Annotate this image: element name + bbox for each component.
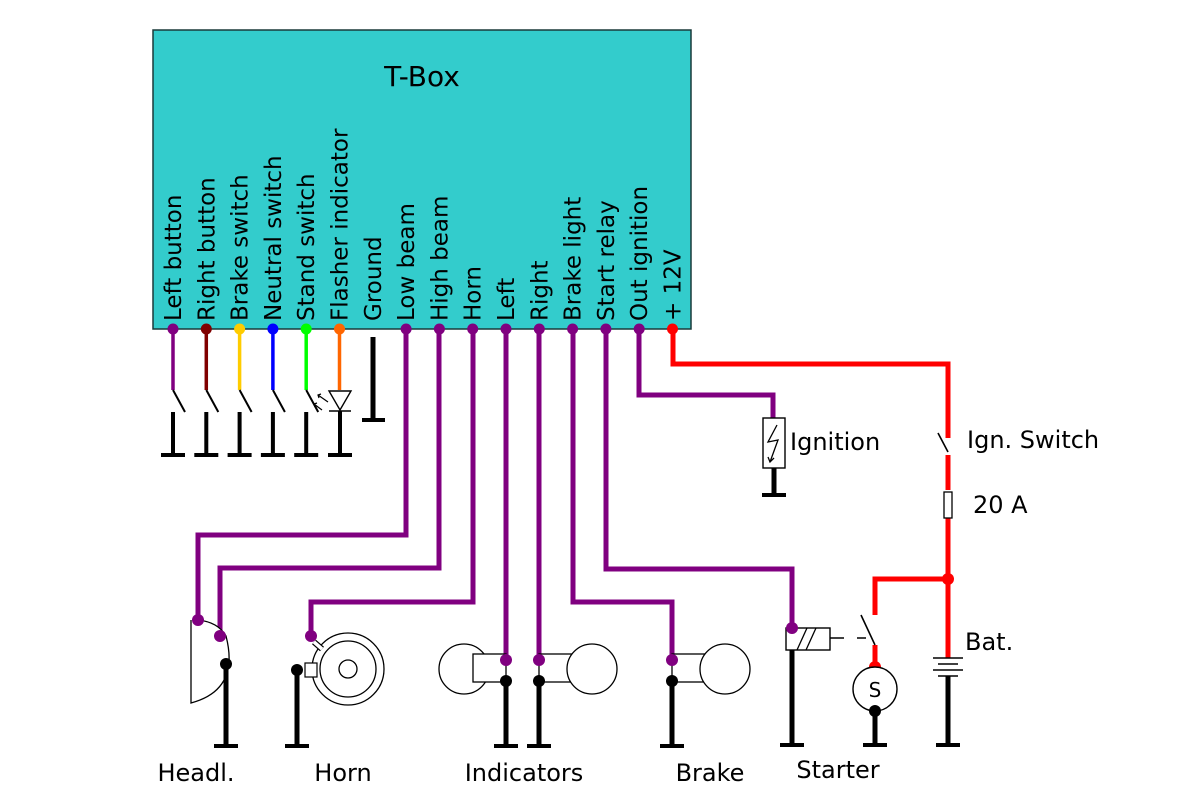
- headlight-icon: [190, 614, 238, 748]
- fuse-label: 20 A: [973, 491, 1028, 519]
- fuse-icon: [943, 491, 953, 519]
- tbox-pin-label: Left: [494, 278, 520, 321]
- wire-start-relay: [603, 329, 795, 628]
- starter-label: Starter: [796, 756, 879, 784]
- ignition-switch-icon[interactable]: [937, 432, 949, 453]
- tbox-pin-labels: Left button Right button Brake switch Neutr…: [161, 128, 687, 321]
- tbox-pin-label: Neutral switch: [261, 155, 287, 321]
- tbox-pin-label: High beam: [427, 196, 453, 321]
- ground-pin-wire: [362, 337, 385, 422]
- wire-horn: [308, 329, 476, 636]
- starter-motor-icon: S: [852, 666, 898, 747]
- horn-icon: [285, 630, 385, 748]
- wire-brake-light: [570, 329, 675, 660]
- tbox-pin-label: Horn: [461, 266, 487, 321]
- tbox-pin-label: + 12V: [661, 249, 687, 321]
- battery-label: Bat.: [965, 628, 1013, 656]
- tbox-title: T-Box: [383, 60, 460, 93]
- switch-icon: [194, 389, 220, 457]
- battery-icon: [933, 657, 963, 747]
- horn-label: Horn: [314, 759, 371, 787]
- right-indicator-bulb-icon: [527, 643, 618, 748]
- wire-high-beam: [217, 329, 442, 636]
- switch-icon: [260, 389, 286, 457]
- ign-switch-label: Ign. Switch: [967, 426, 1099, 454]
- tbox-pin-label: Low beam: [394, 203, 420, 321]
- switch-icon: [161, 389, 186, 457]
- tbox-pin-label: Brake light: [561, 197, 587, 321]
- signal-wires: [195, 329, 795, 660]
- headlight-label: Headl.: [157, 759, 234, 787]
- tbox-pin-label: Start relay: [594, 200, 620, 321]
- tbox-pin-label: Left button: [161, 195, 187, 321]
- tbox-pin-label: Right: [527, 260, 553, 321]
- flasher-led-icon: [313, 390, 353, 457]
- switch-icon: [227, 389, 253, 457]
- ignition-label: Ignition: [790, 428, 880, 456]
- starter-relay-icon: [780, 614, 876, 747]
- tbox-pin-label: Out ignition: [627, 186, 653, 321]
- wire-out-ignition: [636, 329, 776, 420]
- tbox-pin-label: Flasher indicator: [328, 128, 354, 321]
- input-switches: [161, 389, 320, 457]
- tbox-pin-label: Stand switch: [294, 173, 320, 321]
- tbox-pin-label: Ground: [361, 236, 387, 321]
- brake-label: Brake: [676, 759, 745, 787]
- tbox-body: [152, 29, 692, 330]
- ignition-coil-icon: [762, 417, 786, 497]
- power-wires: [670, 329, 954, 673]
- tbox-pin-label: Brake switch: [228, 174, 254, 321]
- indicators-label: Indicators: [465, 759, 584, 787]
- switch-icon: [294, 389, 320, 457]
- tbox-pin-wires: [167, 323, 678, 390]
- brake-bulb-icon: [660, 643, 751, 748]
- left-indicator-bulb-icon: [438, 643, 518, 748]
- wire-low-beam: [195, 329, 409, 620]
- tbox-pin-label: Right button: [194, 177, 220, 321]
- starter-motor-symbol: S: [869, 678, 882, 702]
